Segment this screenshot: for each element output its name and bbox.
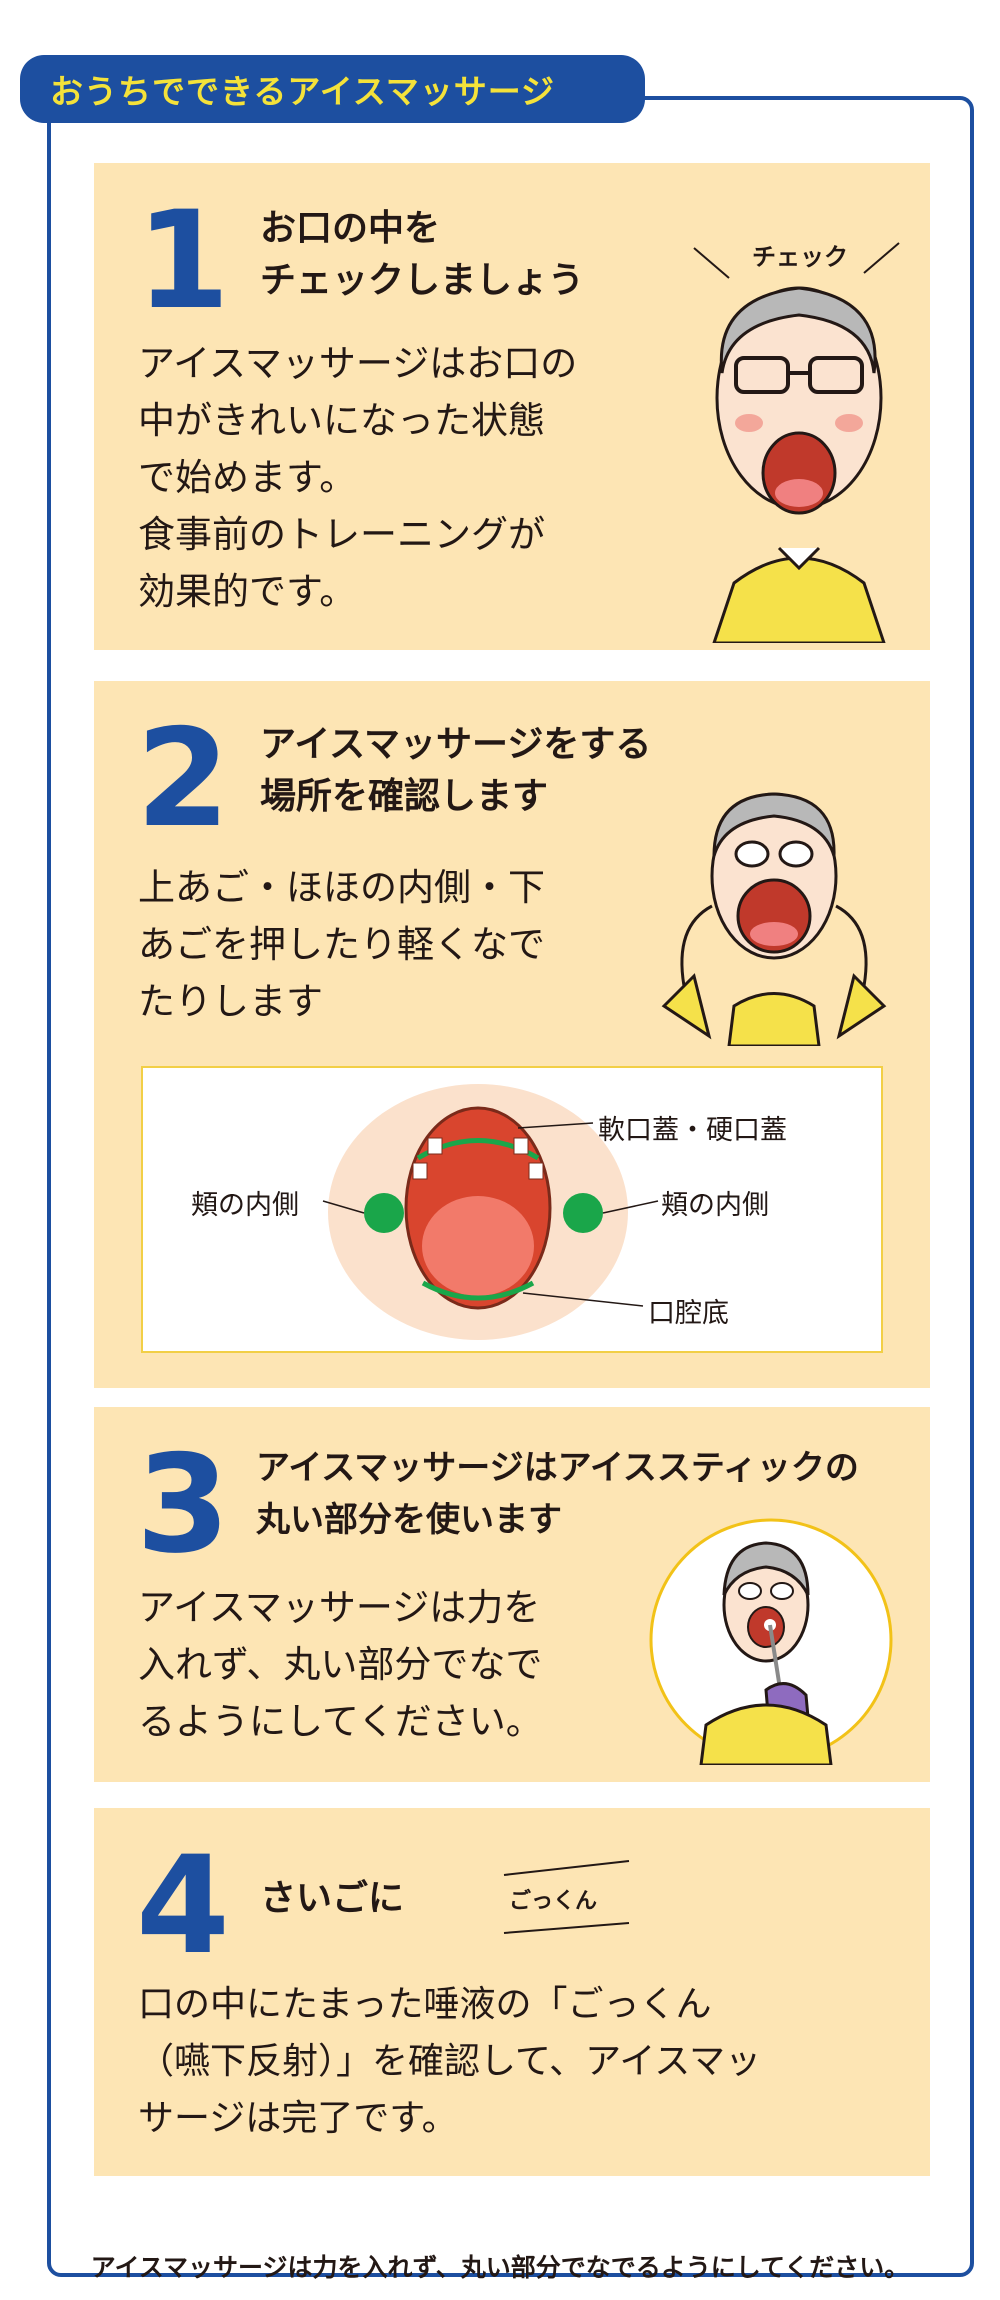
step-number: 2 xyxy=(136,700,230,857)
footnote: アイスマッサージは力を入れず、丸い部分でなでるようにしてください。 xyxy=(90,2253,910,2282)
label-cheek-right: 頬の内側 xyxy=(661,1190,769,1221)
heading-line: チェックしましょう xyxy=(260,260,585,301)
body-line: 入れず、丸い部分でなで xyxy=(138,1643,543,1686)
body-line: サージは完了です。 xyxy=(138,2098,458,2139)
ice-stick-illustration xyxy=(649,1518,893,1765)
heading-line: 場所を確認します xyxy=(260,776,549,817)
gokkun-label-decoration: ごっくん xyxy=(503,1860,630,1934)
check-label: チェック xyxy=(752,243,848,271)
heading-line: アイスマッサージをする xyxy=(260,724,652,765)
label-palate: 軟口蓋・硬口蓋 xyxy=(598,1115,787,1146)
label-floor: 口腔底 xyxy=(648,1298,729,1329)
body-line: アイスマッサージは力を xyxy=(138,1586,541,1629)
label-cheek-left: 頬の内側 xyxy=(191,1190,299,1221)
step-heading: お口の中を チェックしましょう xyxy=(260,203,584,307)
step-heading: アイスマッサージをする 場所を確認します xyxy=(260,719,651,823)
step-heading: アイスマッサージはアイススティックの 丸い部分を使います xyxy=(256,1442,859,1546)
body-line: 中がきれいになった状態 xyxy=(138,399,545,442)
body-line: たりします xyxy=(138,980,323,1023)
gokkun-label: ごっくん xyxy=(509,1888,597,1914)
cheek-marker-right xyxy=(563,1193,603,1233)
body-line: で始めます。 xyxy=(138,456,357,499)
body-line: 効果的です。 xyxy=(138,570,357,613)
heading-line: 丸い部分を使います xyxy=(256,1500,562,1540)
step-number: 1 xyxy=(136,182,230,339)
step-body: 上あご・ほほの内側・下 あごを押したり軽くなで たりします xyxy=(138,859,545,1030)
mouth-diagram: 軟口蓋・硬口蓋 頬の内側 頬の内側 口腔底 xyxy=(141,1066,883,1353)
cheek-marker-left xyxy=(364,1193,404,1233)
checking-mouth-illustration: チェック xyxy=(693,242,900,643)
body-line: アイスマッサージはお口の xyxy=(138,342,578,385)
step-body: 口の中にたまった唾液の「ごっくん （嚥下反射）」を確認して、アイスマッ サージは… xyxy=(138,1976,761,2147)
step-number: 4 xyxy=(136,1827,230,1984)
body-line: 口の中にたまった唾液の「ごっくん xyxy=(138,1984,712,2025)
body-line: あごを押したり軽くなで xyxy=(138,923,545,966)
page-title: おうちでできるアイスマッサージ xyxy=(50,72,556,111)
finger-pressing-cheeks-illustration xyxy=(661,792,887,1046)
step-3-panel: 3 アイスマッサージはアイススティックの 丸い部分を使います アイスマッサージは… xyxy=(94,1407,930,1782)
step-body: アイスマッサージは力を 入れず、丸い部分でなで るようにしてください。 xyxy=(138,1579,543,1750)
step-4-panel: 4 さいごに ごっくん 口の中にたまった唾液の「ごっくん （嚥下反射）」を確認し… xyxy=(94,1808,930,2176)
step-1-panel: 1 お口の中を チェックしましょう アイスマッサージはお口の 中がきれいになった… xyxy=(94,163,930,650)
body-line: るようにしてください。 xyxy=(138,1700,543,1743)
step-heading: さいごに xyxy=(260,1873,404,1925)
heading-line: お口の中を xyxy=(260,208,441,249)
body-line: 上あご・ほほの内側・下 xyxy=(138,866,545,909)
title-tab: おうちでできるアイスマッサージ xyxy=(20,55,645,123)
step-number: 3 xyxy=(136,1426,230,1583)
mouth-diagram-drawing xyxy=(322,1084,659,1340)
body-line: （嚥下反射）」を確認して、アイスマッ xyxy=(138,2041,762,2082)
heading-line: さいごに xyxy=(260,1878,405,1919)
step-body: アイスマッサージはお口の 中がきれいになった状態 で始めます。 食事前のトレーニ… xyxy=(138,335,577,620)
body-line: 食事前のトレーニングが xyxy=(138,513,545,556)
step-2-panel: 2 アイスマッサージをする 場所を確認します 上あご・ほほの内側・下 あごを押し… xyxy=(94,681,930,1388)
heading-line: アイスマッサージはアイススティックの xyxy=(256,1448,859,1488)
